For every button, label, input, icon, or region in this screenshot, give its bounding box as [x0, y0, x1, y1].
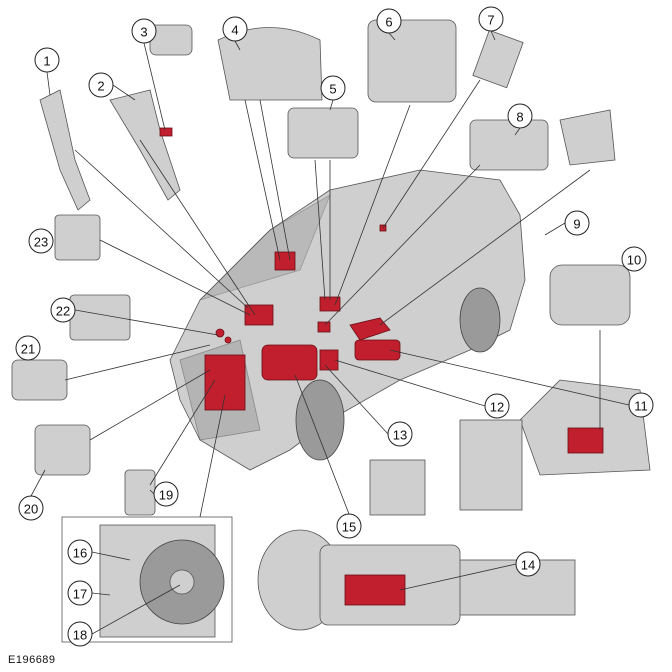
callout-number: 18 — [73, 628, 87, 643]
callout-8: 8 — [507, 103, 533, 129]
callout-circle — [621, 246, 647, 272]
callout-number: 13 — [393, 428, 407, 443]
callout-number: 10 — [627, 253, 641, 268]
callout-17: 17 — [67, 580, 93, 606]
accelerator-pedal — [39, 89, 91, 211]
sensor-23 — [54, 214, 101, 261]
callout-13: 13 — [387, 421, 413, 447]
gear-selector — [287, 107, 359, 159]
callout-21: 21 — [15, 335, 41, 361]
callout-circle — [34, 47, 60, 73]
callout-circle — [67, 621, 93, 647]
leader-lines — [30, 30, 630, 635]
callout-5: 5 — [320, 75, 346, 101]
callout-circle — [387, 421, 413, 447]
callout-circle — [222, 16, 248, 42]
callout-number: 17 — [73, 587, 87, 602]
fuel-pump-module — [549, 264, 631, 326]
airbag-module — [469, 119, 549, 171]
callout-16: 16 — [67, 539, 93, 565]
control-module — [367, 19, 457, 103]
transfer-unit — [454, 559, 576, 616]
callout-3: 3 — [131, 18, 157, 44]
relay-22 — [69, 294, 131, 341]
callout-circle — [18, 495, 44, 521]
valve-21 — [11, 359, 68, 401]
callout-number: 21 — [21, 342, 35, 357]
callout-18: 18 — [67, 621, 93, 647]
callout-number: 20 — [24, 502, 38, 517]
callout-circle — [88, 72, 114, 98]
callout-circle — [515, 551, 541, 577]
sensor-19 — [124, 469, 156, 516]
callout-circle — [628, 392, 654, 418]
callout-number: 5 — [329, 82, 336, 97]
cooling-fan-inset — [61, 516, 233, 643]
callout-22: 22 — [50, 297, 76, 323]
callout-number: 7 — [487, 13, 494, 28]
callout-6: 6 — [376, 8, 402, 34]
callout-circle — [484, 393, 510, 419]
callout-number: 9 — [573, 217, 580, 232]
figure-id-label: E196689 — [8, 654, 56, 666]
callout-number: 3 — [140, 25, 147, 40]
callout-circle — [28, 228, 54, 254]
callout-20: 20 — [18, 495, 44, 521]
callout-number: 23 — [34, 235, 48, 250]
callout-4: 4 — [222, 16, 248, 42]
callout-circle — [153, 481, 179, 507]
callout-circle — [131, 18, 157, 44]
callout-2: 2 — [88, 72, 114, 98]
callout-number: 14 — [521, 558, 535, 573]
component-parts — [11, 19, 651, 643]
highlighted-parts — [204, 224, 401, 411]
callout-number: 2 — [97, 79, 104, 94]
abs-module — [34, 424, 91, 476]
callout-circle — [507, 103, 533, 129]
sensor — [472, 29, 524, 89]
callout-circle — [376, 8, 402, 34]
fuse-box — [459, 419, 523, 511]
callout-11: 11 — [628, 392, 654, 418]
callout-23: 23 — [28, 228, 54, 254]
brake-pedal — [109, 89, 181, 201]
callout-number: 11 — [634, 399, 648, 414]
callout-number: 1 — [43, 54, 50, 69]
callout-10: 10 — [621, 246, 647, 272]
callout-15: 15 — [336, 513, 362, 539]
callout-12: 12 — [484, 393, 510, 419]
callout-number: 4 — [231, 23, 238, 38]
callout-1: 1 — [34, 47, 60, 73]
callout-circle — [336, 513, 362, 539]
callout-number: 15 — [342, 520, 356, 535]
callout-circle — [67, 539, 93, 565]
fuel-tank — [519, 379, 651, 476]
callout-14: 14 — [515, 551, 541, 577]
callout-circle — [320, 75, 346, 101]
callout-number: 22 — [56, 304, 70, 319]
callout-circle — [67, 580, 93, 606]
mirror — [559, 109, 616, 166]
callout-9: 9 — [564, 210, 590, 236]
callout-7: 7 — [478, 6, 504, 32]
callout-circle — [15, 335, 41, 361]
callout-number: 12 — [490, 400, 504, 415]
callout-19: 19 — [153, 481, 179, 507]
callout-number: 16 — [73, 546, 87, 561]
callout-number: 6 — [385, 15, 392, 30]
callout-number: 19 — [159, 488, 173, 503]
ecm — [369, 459, 426, 516]
callout-circle — [564, 210, 590, 236]
callout-circle — [478, 6, 504, 32]
callout-circle — [50, 297, 76, 323]
callout-number: 8 — [516, 110, 523, 125]
